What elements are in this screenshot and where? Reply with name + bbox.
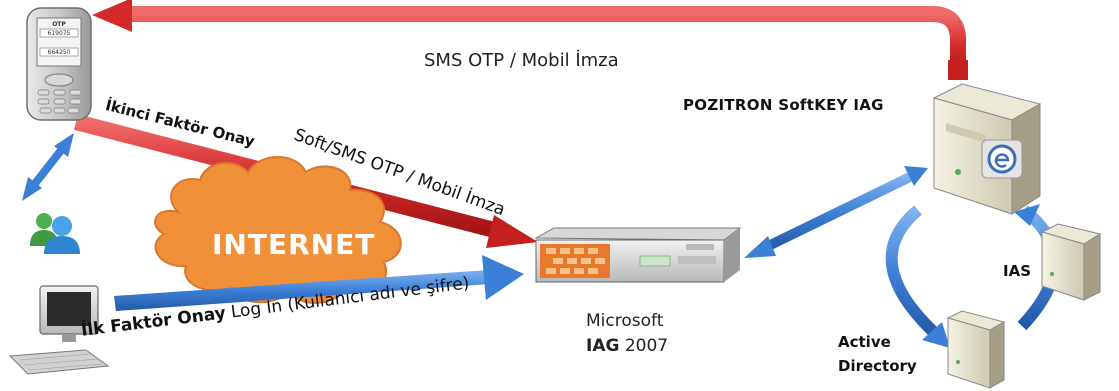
iag-appliance-icon — [534, 227, 742, 283]
active-directory-label-line1: Active — [838, 333, 891, 351]
active-directory-server-icon — [946, 310, 1006, 389]
active-directory-label-line2: Directory — [838, 357, 917, 375]
pozitron-server-icon — [932, 83, 1042, 215]
users-icon — [30, 213, 80, 254]
iag-2007-label: IAG 2007 — [586, 336, 668, 356]
iag-year-label: 2007 — [619, 336, 669, 356]
internet-label: INTERNET — [212, 228, 376, 261]
pc-icon — [8, 285, 110, 375]
microsoft-label: Microsoft — [586, 311, 664, 331]
phone-otp-line1: 619075 — [48, 30, 71, 37]
internet-cloud — [154, 156, 402, 304]
appliance-server-arrow — [744, 166, 928, 258]
phone-user-arrow — [22, 133, 74, 201]
phone-otp-line2: 664250 — [48, 49, 71, 56]
phone-screen-title: OTP — [52, 21, 66, 28]
sms-return-arrow — [92, 0, 968, 80]
first-factor-arrow — [114, 255, 524, 311]
pozitron-label: POZITRON SoftKEY IAG — [683, 96, 884, 114]
ias-server-icon — [1040, 223, 1102, 301]
iag-label-bold: IAG — [586, 336, 620, 356]
ias-label: IAS — [1003, 262, 1031, 280]
sms-otp-label: SMS OTP / Mobil İmza — [424, 50, 619, 71]
mobile-phone-icon — [26, 7, 92, 121]
